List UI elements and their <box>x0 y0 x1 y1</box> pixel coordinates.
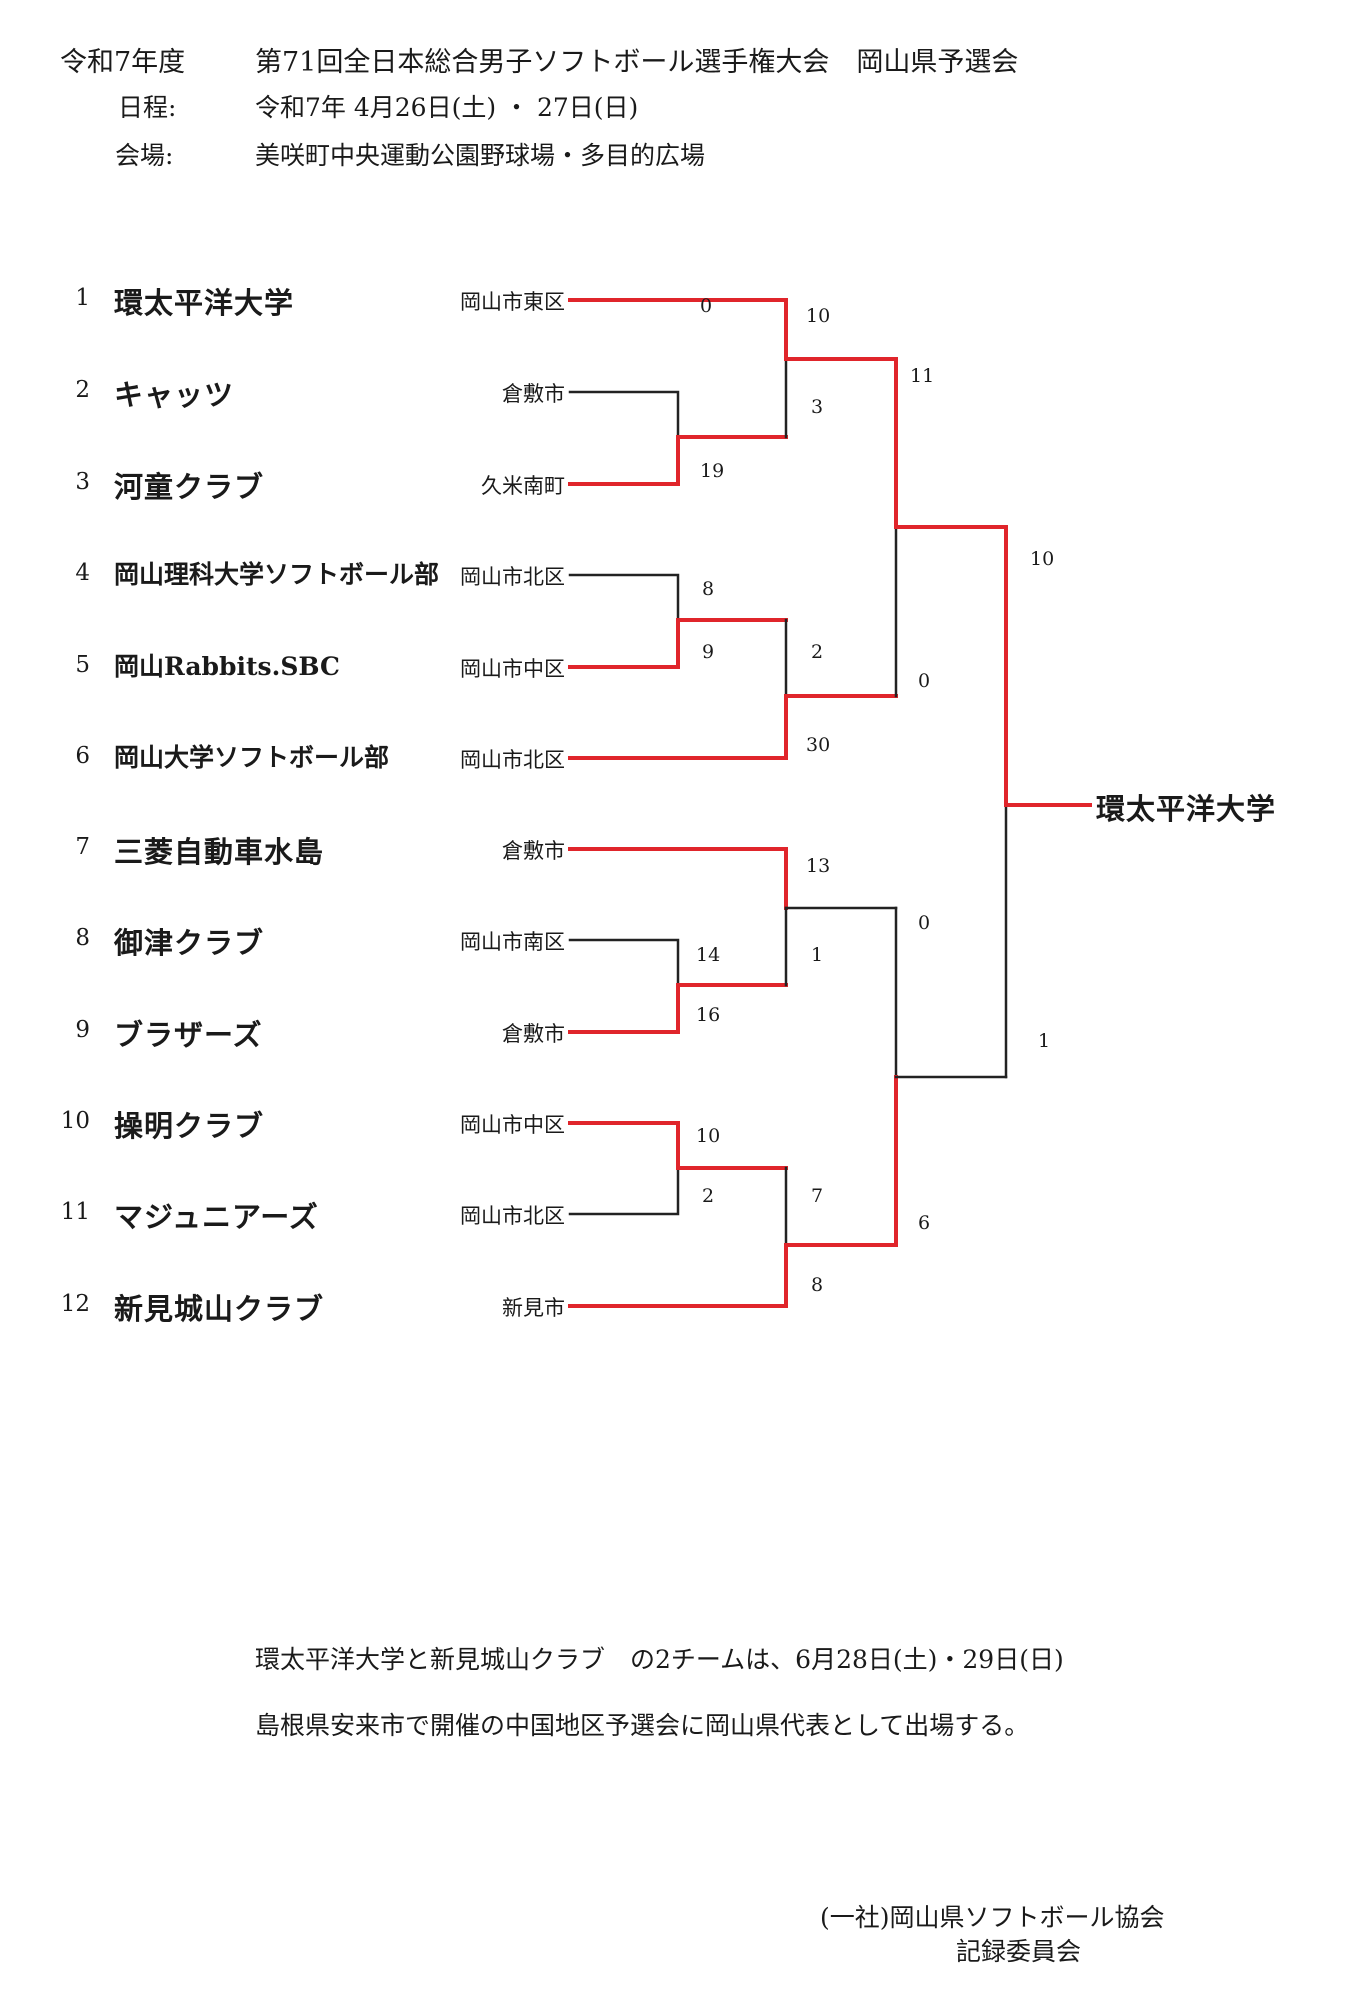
team-name: 岡山理科大学ソフトボール部 <box>114 560 440 589</box>
score-label: 10 <box>806 305 831 327</box>
team-name: 御津クラブ <box>114 926 265 960</box>
score-label: 11 <box>910 365 935 387</box>
team-location: 倉敷市 <box>502 839 565 863</box>
score-label: 9 <box>702 641 715 663</box>
header-year: 令和7年度 <box>60 47 186 78</box>
bracket-line-team-2 <box>568 390 680 439</box>
team-location: 岡山市北区 <box>460 748 565 772</box>
team-seed: 7 <box>75 834 90 860</box>
team-seed: 11 <box>60 1199 90 1225</box>
team-name: 三菱自動車水島 <box>114 835 325 869</box>
score-label: 8 <box>702 578 715 600</box>
team-seed: 1 <box>75 285 90 311</box>
score-label: 2 <box>811 641 824 663</box>
score-label: 30 <box>806 734 831 756</box>
team-location: 岡山市中区 <box>460 657 565 681</box>
team-seed: 6 <box>75 743 90 769</box>
venue-label: 会場: <box>115 141 174 170</box>
bracket-line-team-1 <box>568 298 788 361</box>
team-location: 岡山市北区 <box>460 565 565 589</box>
bracket-line-team-9 <box>568 983 680 1034</box>
score-label: 16 <box>696 1004 721 1026</box>
score-label: 0 <box>700 295 713 317</box>
team-location: 岡山市北区 <box>460 1204 565 1228</box>
team-name: ブラザーズ <box>114 1018 263 1052</box>
score-label: 7 <box>811 1185 824 1207</box>
note-line-1: 環太平洋大学と新見城山クラブ の2チームは、6月28日(土)・29日(日) <box>255 1645 1064 1674</box>
team-seed: 2 <box>75 377 90 403</box>
champion-name: 環太平洋大学 <box>1096 792 1277 826</box>
team-seed: 5 <box>75 652 90 678</box>
team-location: 岡山市南区 <box>460 930 565 954</box>
page-title: 第71回全日本総合男子ソフトボール選手権大会 岡山県予選会 <box>255 47 1019 78</box>
bracket-line-team-6 <box>568 694 788 760</box>
bracket-line-team-12 <box>568 1243 788 1308</box>
bracket-line-team-3 <box>568 435 680 486</box>
score-label: 0 <box>918 670 931 692</box>
score-label: 10 <box>1030 548 1055 570</box>
score-label: 8 <box>811 1274 824 1296</box>
organizer-name: (一社)岡山県ソフトボール協会 <box>820 1903 1165 1932</box>
score-label: 1 <box>811 944 824 966</box>
team-location: 新見市 <box>502 1296 565 1320</box>
score-label: 1 <box>1038 1030 1051 1052</box>
schedule-value: 令和7年 4月26日(土) ・ 27日(日) <box>255 93 639 122</box>
score-label: 13 <box>806 855 831 877</box>
venue-value: 美咲町中央運動公園野球場・多目的広場 <box>255 141 706 170</box>
team-seed: 10 <box>60 1108 90 1134</box>
team-seed: 8 <box>75 925 90 951</box>
score-label: 2 <box>702 1185 715 1207</box>
team-location: 岡山市東区 <box>460 290 565 314</box>
bracket-line-team-10 <box>568 1121 680 1170</box>
bracket-line-team-4 <box>568 573 680 622</box>
score-label: 19 <box>700 460 725 482</box>
team-name: 岡山大学ソフトボール部 <box>114 743 390 772</box>
team-seed: 3 <box>75 469 90 495</box>
bracket-line-team-5 <box>568 618 680 669</box>
team-name: 環太平洋大学 <box>114 286 295 320</box>
score-label: 3 <box>811 396 824 418</box>
score-label: 6 <box>918 1212 931 1234</box>
score-label: 10 <box>696 1125 721 1147</box>
team-location: 久米南町 <box>481 474 565 498</box>
bracket-line-team-7 <box>568 847 788 910</box>
team-name: 岡山Rabbits.SBC <box>114 652 340 681</box>
schedule-label: 日程: <box>118 93 177 122</box>
team-location: 倉敷市 <box>502 1022 565 1046</box>
bracket-line-team-11 <box>568 1166 680 1216</box>
team-location: 倉敷市 <box>502 382 565 406</box>
score-label: 0 <box>918 912 931 934</box>
organizer-dept: 記録委員会 <box>956 1937 1082 1966</box>
team-name: 新見城山クラブ <box>114 1292 325 1326</box>
team-seed: 9 <box>75 1017 90 1043</box>
team-seed: 4 <box>75 560 90 586</box>
team-name: マジュニアーズ <box>114 1200 319 1234</box>
score-label: 14 <box>696 944 721 966</box>
team-name: 操明クラブ <box>114 1109 265 1143</box>
team-seed: 12 <box>60 1291 90 1317</box>
note-line-2: 島根県安来市で開催の中国地区予選会に岡山県代表として出場する。 <box>255 1711 1030 1740</box>
team-name: 河童クラブ <box>114 470 265 504</box>
bracket-line-team-8 <box>568 938 680 987</box>
team-name: キャッツ <box>114 378 235 412</box>
team-location: 岡山市中区 <box>460 1113 565 1137</box>
